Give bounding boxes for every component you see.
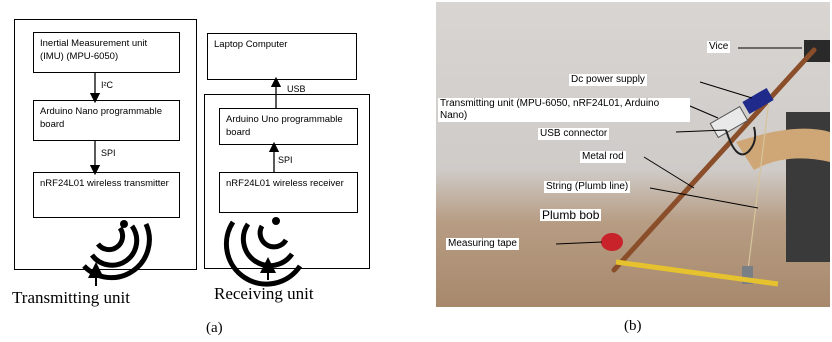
panel-a: Inertial Measurement unit (IMU) (MPU-605… [12, 19, 370, 336]
panel-a-graphics [82, 73, 303, 287]
label-dc-power-supply: Dc power supply [569, 74, 647, 86]
label-usb-connector: USB connector [538, 128, 610, 140]
usb-label: USB [287, 84, 306, 94]
measuring-tape-strip [615, 259, 779, 287]
pointer-lines [555, 47, 802, 245]
plumb-bob [742, 266, 753, 284]
arduino-uno-box: Arduino Uno programmable board [219, 108, 358, 145]
arduino-nano-box: Arduino Nano programmable board [33, 100, 180, 141]
receiver-dot [272, 217, 280, 225]
label-string: String (Plumb line) [544, 181, 631, 193]
spi-label-tx: SPI [101, 148, 116, 158]
nrf-receiver-box: nRF24L01 wireless receiver [219, 172, 358, 213]
label-metal-rod: Metal rod [580, 151, 626, 163]
wireless-waves-receiver [223, 220, 303, 287]
panel-a-label: (a) [206, 320, 223, 336]
imu-box: Inertial Measurement unit (IMU) (MPU-605… [33, 32, 180, 73]
usb-cable [725, 126, 757, 156]
i2c-label: I²C [101, 80, 113, 90]
wireless-waves-transmitter [82, 222, 152, 281]
label-vice: Vice [707, 41, 731, 53]
transmitting-unit-caption: Transmitting unit [12, 288, 130, 307]
round-table [736, 128, 830, 170]
panel-b-photo: Vice Dc power supply Transmitting unit (… [436, 2, 830, 307]
dc-battery [742, 87, 774, 115]
nrf-transmitter-box: nRF24L01 wireless transmitter [33, 172, 180, 218]
tape-reel [601, 233, 623, 251]
receiving-unit-caption: Receiving unit [214, 284, 314, 303]
label-measuring-tape: Measuring tape [446, 238, 519, 250]
laptop-box: Laptop Computer [207, 33, 357, 80]
label-plumb-bob: Plumb bob [540, 208, 602, 222]
label-transmitting-unit: Transmitting unit (MPU-6050, nRF24L01, A… [438, 98, 690, 122]
metal-rod [611, 47, 817, 273]
photo-scene [555, 40, 830, 287]
spi-label-rx: SPI [278, 155, 293, 165]
panel-b-label: (b) [624, 318, 642, 334]
plumb-string [747, 99, 770, 271]
transmitter-dot [120, 220, 128, 228]
